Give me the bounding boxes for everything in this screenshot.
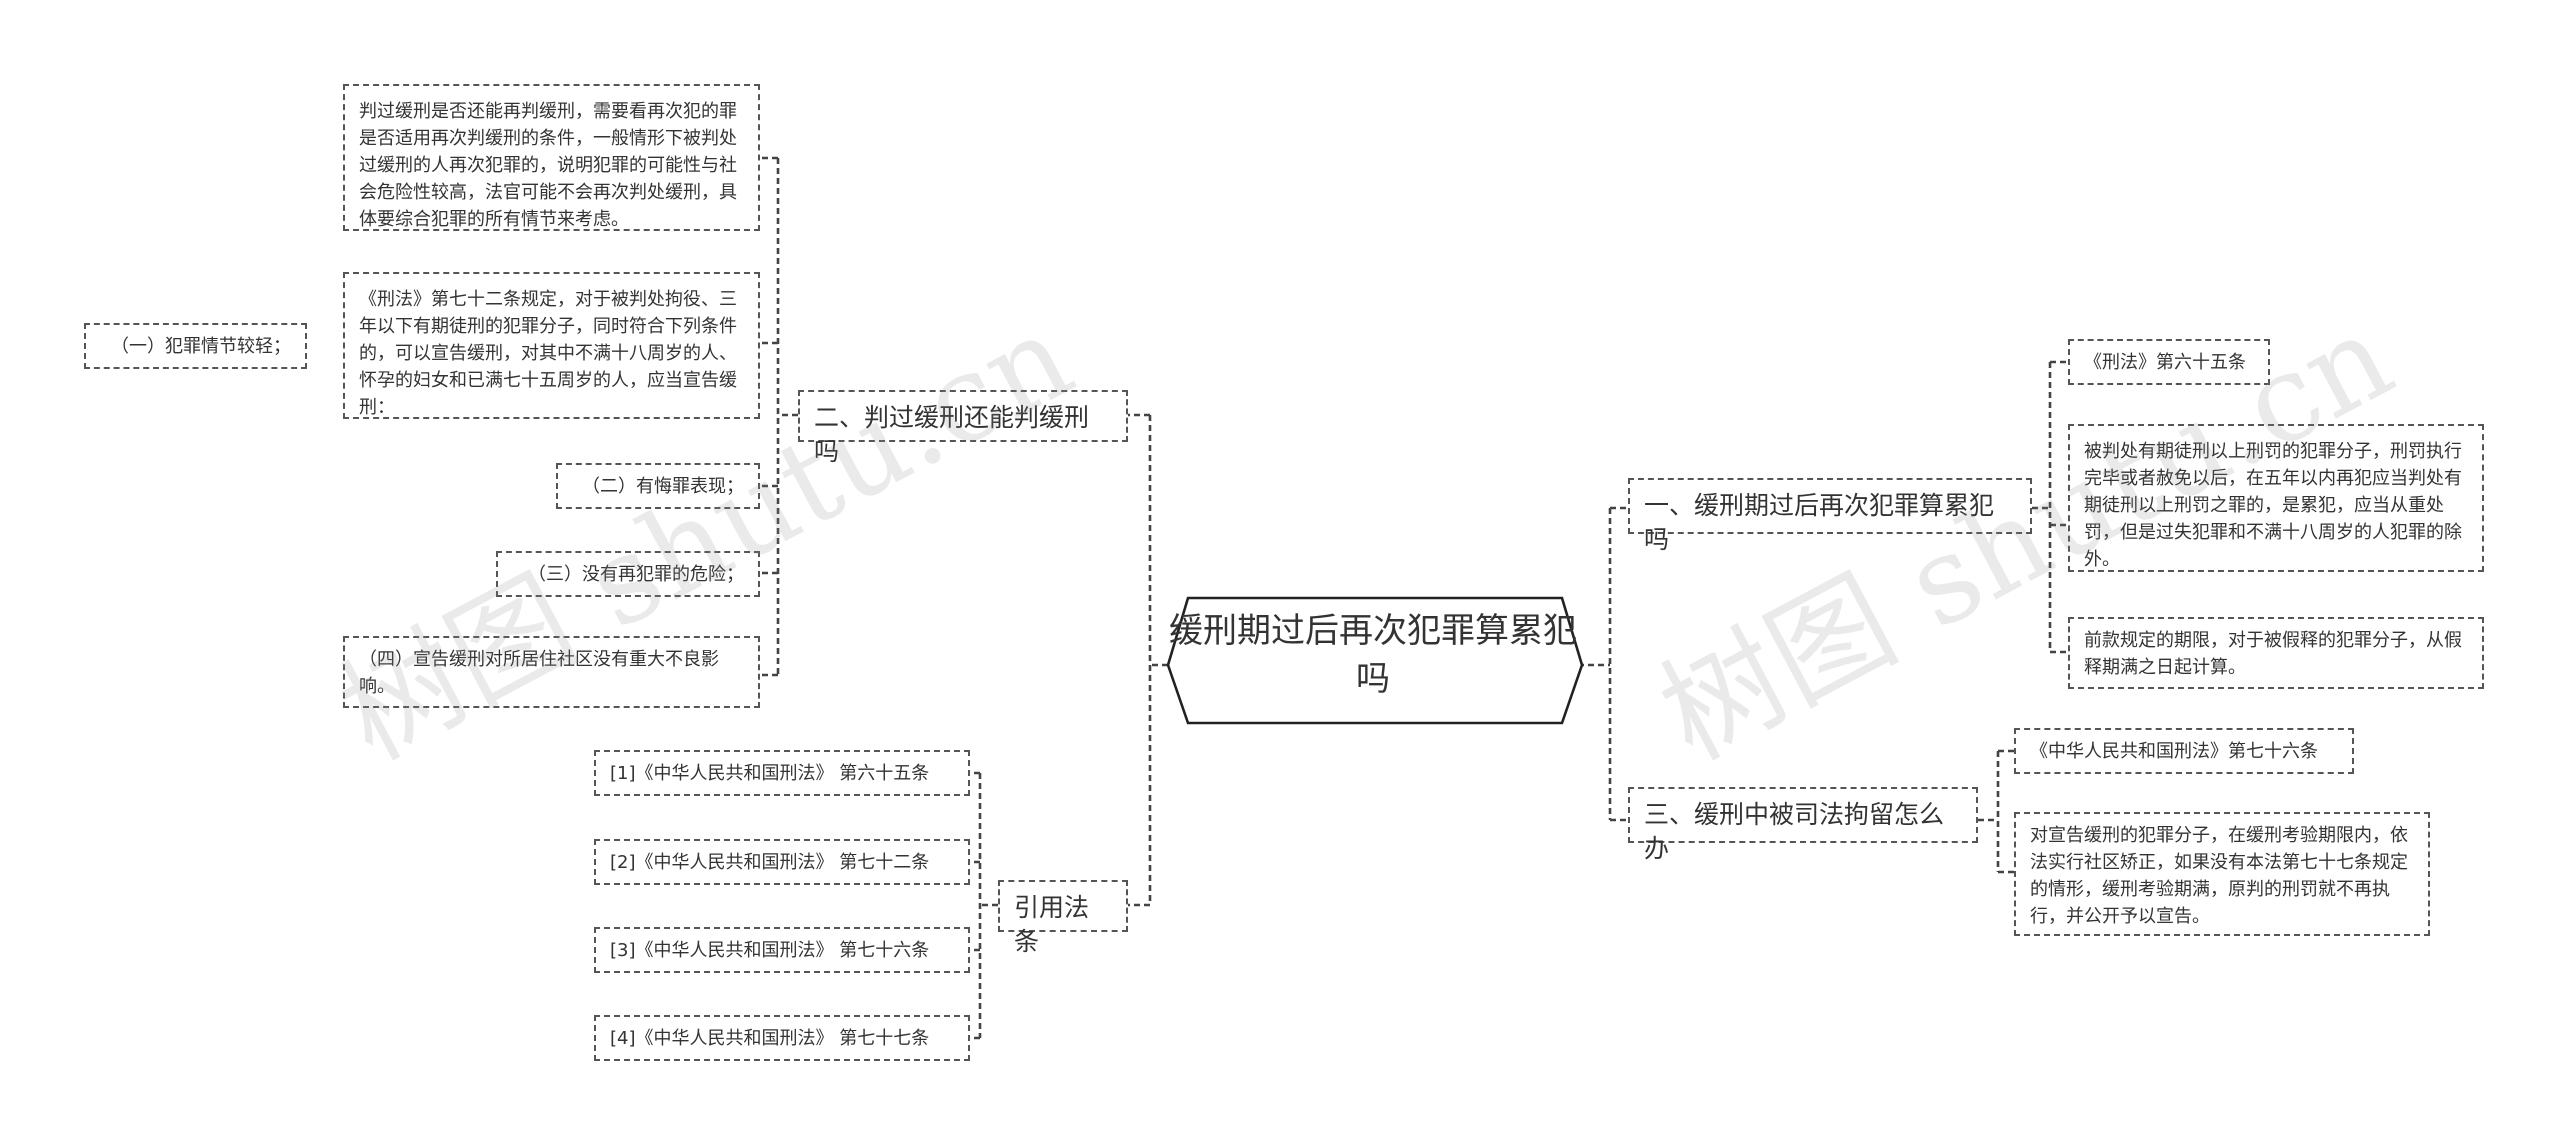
- branch-lt-topic[interactable]: 二、判过缓刑还能判缓刑吗: [798, 390, 1128, 466]
- branch-lt-leaf-4[interactable]: （三）没有再犯罪的危险；: [496, 551, 760, 597]
- branch-rt-leaf-1[interactable]: 《刑法》第六十五条: [2068, 339, 2270, 385]
- branch-rt-leaf-2[interactable]: 被判处有期徒刑以上刑罚的犯罪分子，刑罚执行完毕或者赦免以后，在五年以内再犯应当判…: [2068, 424, 2484, 572]
- center-topic[interactable]: 缓刑期过后再次犯罪算累犯吗: [1169, 611, 1577, 699]
- connector-branch-rb: [1978, 749, 2014, 874]
- branch-rt-topic[interactable]: 一、缓刑期过后再次犯罪算累犯吗: [1628, 478, 2032, 554]
- branch-lb-topic[interactable]: 引用法条: [998, 880, 1128, 956]
- branch-rb-leaf-1[interactable]: 《中华人民共和国刑法》第七十六条: [2014, 728, 2354, 774]
- branch-lt-leaf-5[interactable]: （四）宣告缓刑对所居住社区没有重大不良影响。: [343, 636, 760, 708]
- branch-lt-leaf-3[interactable]: （二）有悔罪表现；: [556, 463, 760, 509]
- branch-lt-leaf-2[interactable]: 《刑法》第七十二条规定，对于被判处拘役、三年以下有期徒刑的犯罪分子，同时符合下列…: [343, 272, 760, 419]
- branch-rb-leaf-2[interactable]: 对宣告缓刑的犯罪分子，在缓刑考验期限内，依法实行社区矫正，如果没有本法第七十七条…: [2014, 812, 2430, 936]
- branch-lb-leaf-4[interactable]: [4]《中华人民共和国刑法》 第七十七条: [594, 1015, 970, 1061]
- connector-branch-rt: [2032, 360, 2068, 654]
- branch-rt-leaf-3[interactable]: 前款规定的期限，对于被假释的犯罪分子，从假释期满之日起计算。: [2068, 617, 2484, 689]
- connector-center-right: [1578, 506, 1628, 822]
- branch-lt-sub-leaf[interactable]: （一）犯罪情节较轻；: [84, 323, 307, 369]
- connector-branch-lb: [970, 771, 998, 1040]
- branch-lb-leaf-3[interactable]: [3]《中华人民共和国刑法》 第七十六条: [594, 927, 970, 973]
- connector-center-left: [1128, 413, 1168, 907]
- branch-lt-leaf-1[interactable]: 判过缓刑是否还能再判缓刑，需要看再次犯的罪是否适用再次判缓刑的条件，一般情形下被…: [343, 84, 760, 231]
- branch-lb-leaf-1[interactable]: [1]《中华人民共和国刑法》 第六十五条: [594, 750, 970, 796]
- branch-rb-topic[interactable]: 三、缓刑中被司法拘留怎么办: [1628, 787, 1978, 863]
- connector-branch-lt: [760, 156, 798, 677]
- branch-lb-leaf-2[interactable]: [2]《中华人民共和国刑法》 第七十二条: [594, 839, 970, 885]
